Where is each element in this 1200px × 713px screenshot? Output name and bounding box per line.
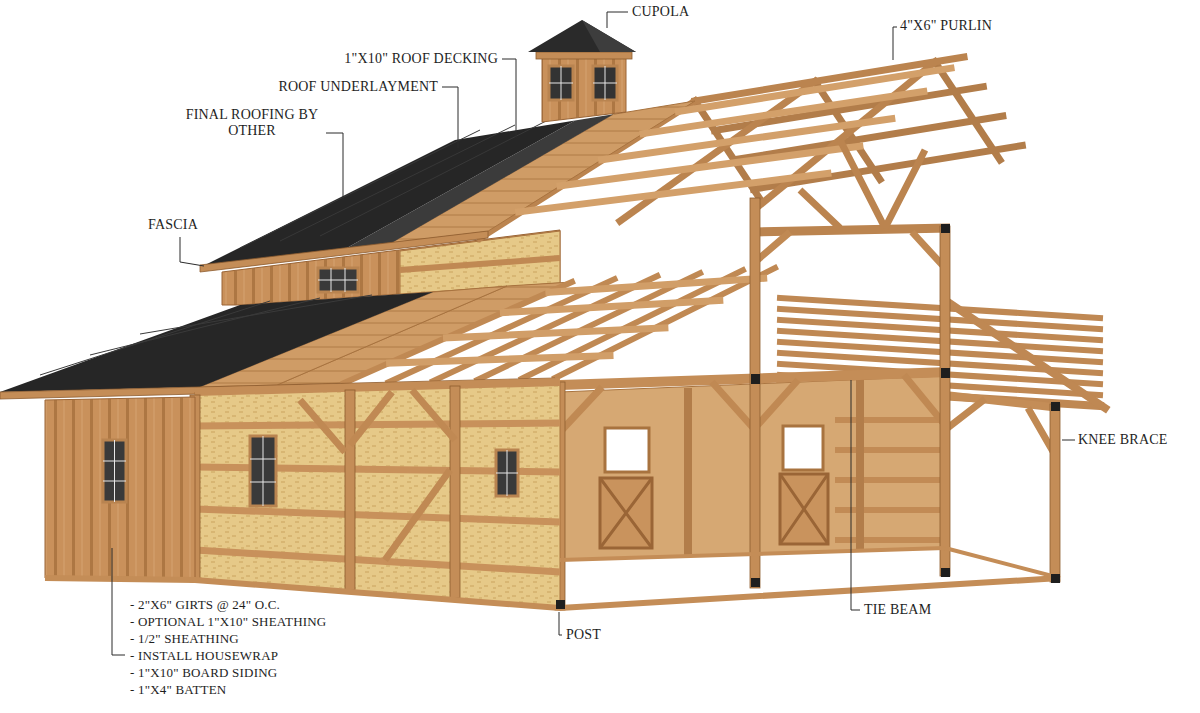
back-wall: [600, 478, 652, 548]
part-label: FASCIA: [148, 217, 198, 233]
part-label: TIE BEAM: [864, 602, 931, 618]
timber-frame: [945, 395, 1060, 408]
side-wall: [450, 386, 460, 598]
timber-frame: [555, 140, 1060, 610]
end-wall: [45, 397, 195, 580]
cupola-drawing: [549, 66, 617, 100]
part-label: FINAL ROOFING BY OTHER: [182, 107, 322, 139]
lower-roof: [0, 292, 433, 392]
side-wall: [195, 382, 560, 392]
side-wall: [190, 382, 560, 608]
side-wall: [195, 423, 555, 570]
part-label: 4"X6" PURLIN: [900, 18, 992, 34]
side-wall: [195, 382, 560, 608]
leader-line: [502, 59, 516, 138]
upper-roof: [519, 174, 828, 212]
timber-frame: [755, 228, 950, 232]
part-label: POST: [566, 627, 601, 643]
upper-back-framing: [935, 62, 1000, 160]
back-wall: [605, 428, 649, 472]
side-wall: [195, 509, 560, 522]
timber-frame: [940, 226, 950, 576]
part-label: CUPOLA: [632, 4, 689, 20]
lower-roof: [390, 356, 610, 364]
spec-note: - 1"X10" BOARD SIDING: [130, 665, 277, 681]
leader-line: [893, 27, 897, 60]
steel-bracket: [556, 600, 565, 609]
leader-line: [559, 612, 562, 635]
leader-line: [851, 380, 860, 610]
part-label: KNEE BRACE: [1078, 432, 1168, 448]
steel-bracket: [751, 374, 760, 384]
cupola-drawing: [542, 58, 626, 122]
end-wall: [103, 440, 126, 502]
cupola-drawing: [528, 20, 636, 52]
upper-wall: [318, 268, 358, 292]
upper-roof: [240, 120, 548, 248]
steel-bracket: [556, 224, 1060, 609]
steel-bracket: [1051, 402, 1060, 411]
timber-frame: [560, 232, 1055, 455]
side-wall: [195, 550, 560, 572]
side-wall: [195, 426, 560, 568]
back-wall: [780, 474, 828, 544]
sill-beam: [945, 548, 1060, 578]
back-wall: [780, 474, 828, 544]
leader-line: [1062, 440, 1075, 441]
lower-roof: [549, 278, 764, 292]
steel-bracket: [1051, 574, 1060, 583]
side-wall: [345, 390, 355, 590]
upper-wall: [400, 258, 560, 270]
leader-line: [607, 12, 628, 28]
lower-roof: [40, 295, 372, 375]
upper-roof: [560, 146, 860, 186]
back-wall: [783, 426, 823, 470]
spec-note: - 1"X4" BATTEN: [130, 682, 226, 698]
leader-line: [180, 237, 204, 266]
part-label: 1"X10" ROOF DECKING: [344, 51, 498, 67]
lower-rafters: [344, 268, 775, 383]
side-wall: [250, 436, 276, 506]
timber-frame: [1050, 404, 1060, 582]
end-wall: [103, 440, 126, 502]
side-wall: [496, 450, 518, 496]
steel-bracket: [941, 368, 950, 378]
lower-roof: [503, 300, 719, 312]
end-wall: [45, 397, 195, 580]
side-wall: [195, 423, 560, 426]
steel-bracket: [941, 224, 950, 233]
girts: [195, 423, 560, 572]
steel-bracket: [751, 578, 760, 587]
side-wall: [496, 450, 518, 496]
upper-roof: [200, 57, 964, 272]
side-wall: [250, 436, 276, 506]
cupola-drawing: [582, 20, 636, 52]
lower-roof: [447, 328, 665, 338]
upper-roof: [678, 68, 951, 111]
timber-frame: [750, 198, 760, 588]
spec-note: - 1/2" SHEATHING: [130, 631, 239, 647]
leader-line: [326, 133, 343, 200]
spec-note: - 2"X6" GIRTS @ 24" O.C.: [130, 597, 280, 613]
timber-frame: [800, 140, 925, 228]
leader-line: [112, 12, 1075, 655]
cupola-drawing: [536, 52, 632, 59]
right-shed-framing: [945, 300, 1105, 408]
cupola-drawing: [528, 20, 636, 122]
leader-line: [442, 87, 458, 148]
steel-bracket: [941, 568, 950, 577]
side-wall: [300, 390, 455, 560]
leader-line: [112, 548, 125, 655]
spec-note: - OPTIONAL 1"X10" SHEATHING: [130, 614, 326, 630]
upper-roof: [200, 231, 488, 272]
spec-note: - INSTALL HOUSEWRAP: [130, 648, 278, 664]
lower-purlins: [390, 278, 764, 363]
sill-beam: [560, 548, 945, 560]
upper-wall: [318, 268, 358, 292]
back-wall: [600, 478, 652, 548]
part-label: ROOF UNDERLAYMENT: [278, 79, 438, 95]
